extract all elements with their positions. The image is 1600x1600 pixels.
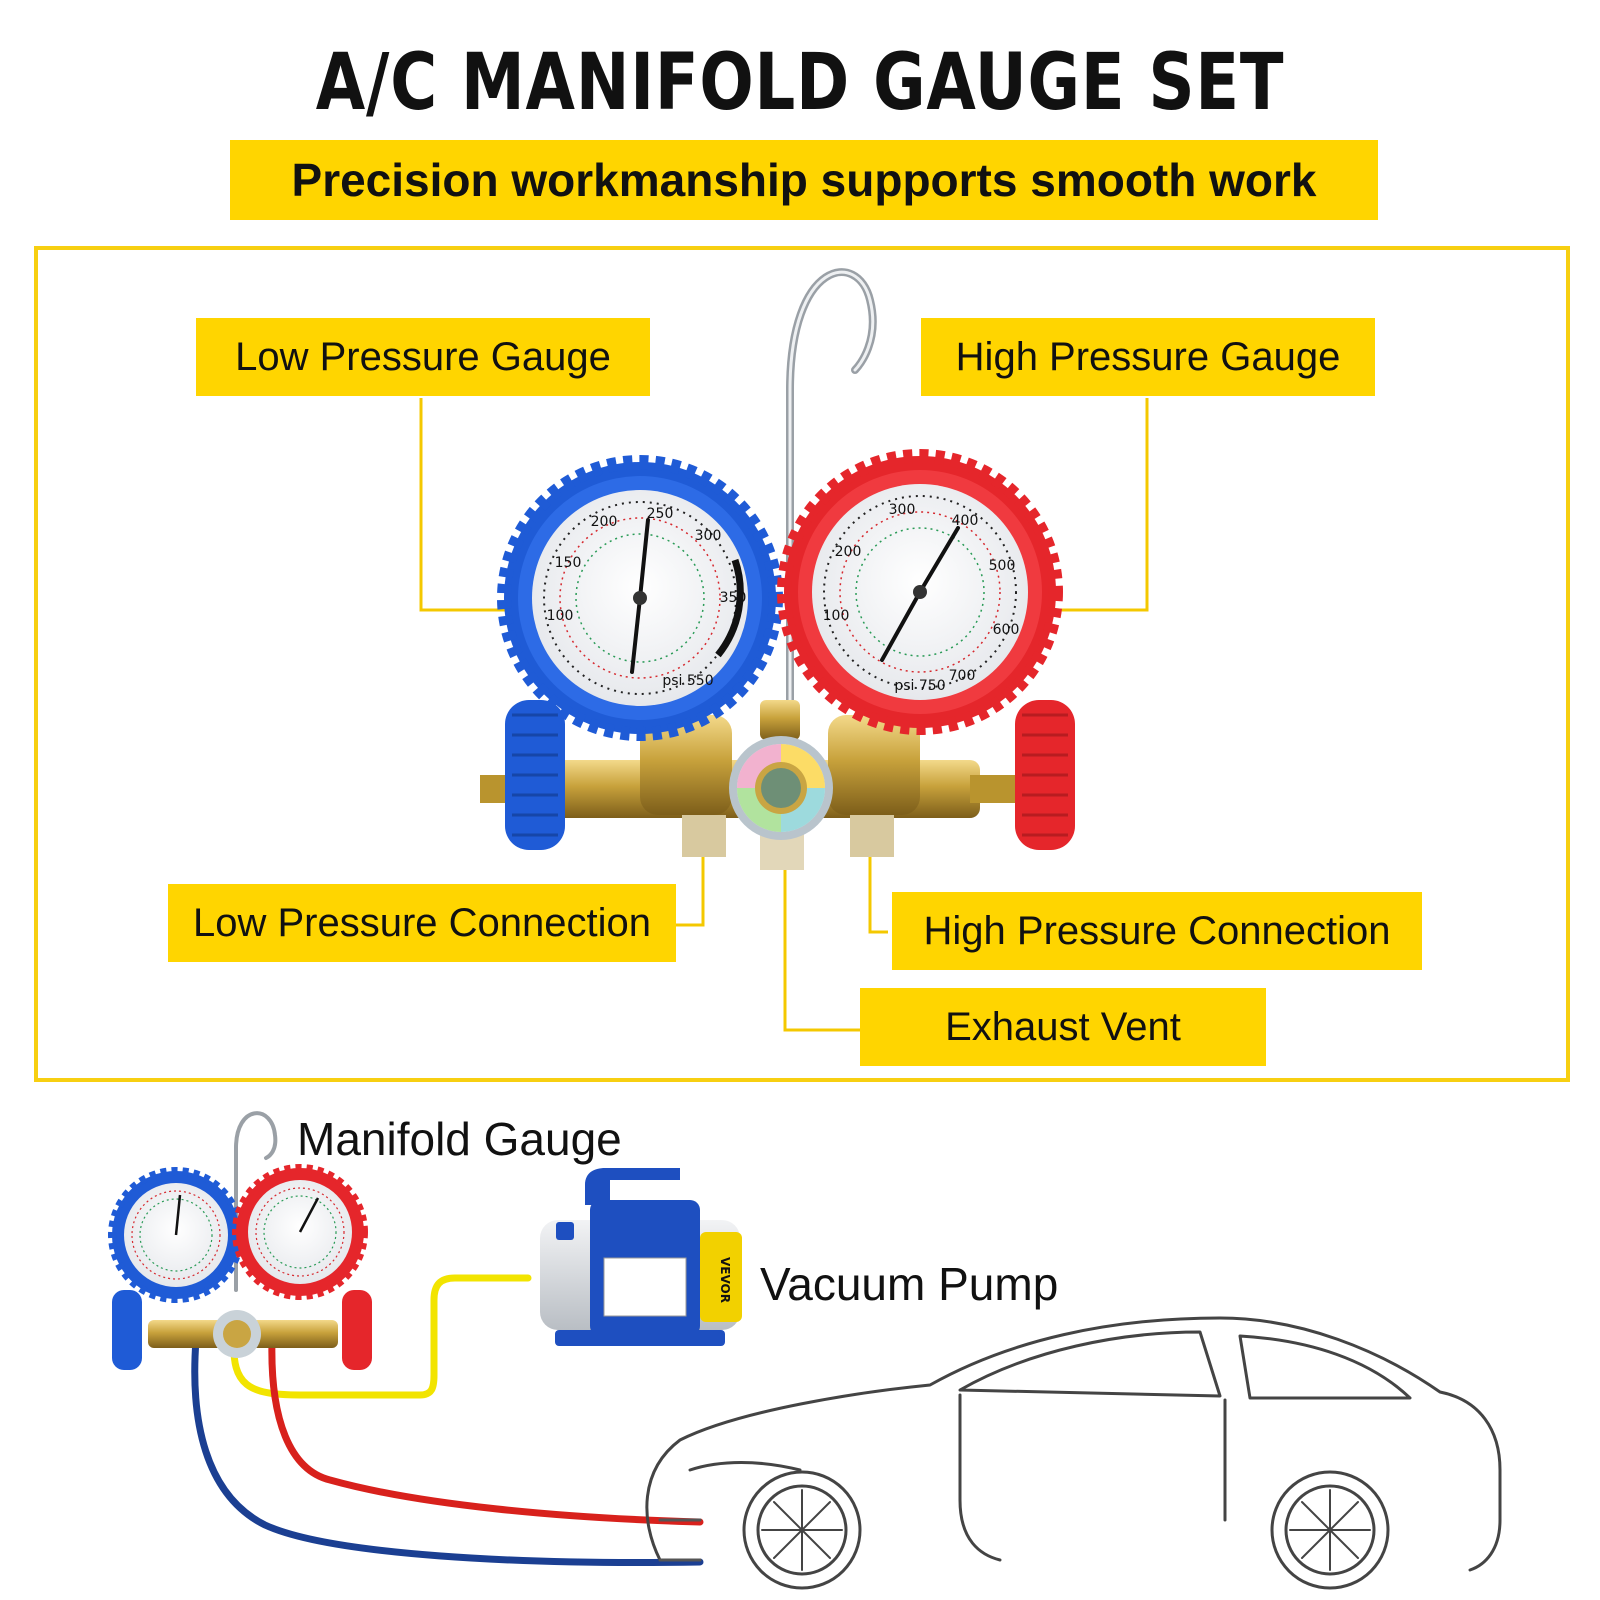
callout-leaders: [419, 398, 1149, 1032]
high-pressure-connection-label: High Pressure Connection: [892, 892, 1422, 970]
low-gauge-tick: 100: [547, 608, 574, 624]
low-gauge-tick: 350: [720, 590, 747, 606]
low-gauge-tick: 150: [555, 555, 582, 571]
vacuum-pump-icon: VEVOR: [540, 1168, 742, 1346]
car-outline-icon: [645, 1316, 1502, 1590]
high-pressure-gauge-icon: 100 200 300 400 500 600 700 psi 750: [777, 449, 1063, 735]
callout-frame: [34, 246, 1570, 1082]
high-gauge-tick: 500: [989, 558, 1016, 574]
sight-glass-icon: [729, 736, 833, 840]
low-gauge-unit: psi 550: [662, 673, 713, 689]
low-gauge-tick: 250: [647, 506, 674, 522]
pump-brand: VEVOR: [718, 1257, 732, 1303]
manifold-hook-icon: [786, 268, 877, 716]
subtitle-banner: Precision workmanship supports smooth wo…: [230, 140, 1378, 220]
low-gauge-tick: 300: [695, 528, 722, 544]
low-gauge-tick: 200: [591, 514, 618, 530]
high-gauge-tick: 600: [993, 622, 1020, 638]
manifold-gauge-label: Manifold Gauge: [297, 1113, 622, 1165]
vacuum-pump-label: Vacuum Pump: [760, 1258, 1059, 1310]
high-gauge-unit: psi 750: [894, 678, 945, 694]
low-side-knob-icon: [505, 700, 565, 850]
high-side-knob-icon: [1015, 700, 1075, 850]
high-gauge-tick: 300: [889, 502, 916, 518]
low-pressure-gauge-icon: 100 150 200 250 300 350 psi 550: [497, 455, 783, 741]
high-pressure-gauge-label: High Pressure Gauge: [921, 318, 1375, 396]
small-manifold-icon: [108, 1111, 372, 1370]
exhaust-vent-label: Exhaust Vent: [860, 988, 1266, 1066]
low-pressure-gauge-label: Low Pressure Gauge: [196, 318, 650, 396]
page-title: A/C MANIFOLD GAUGE SET: [315, 38, 1285, 128]
high-gauge-tick: 700: [949, 668, 976, 684]
high-gauge-tick: 400: [952, 513, 979, 529]
hose-lines: [191, 1274, 704, 1566]
low-pressure-connection-label: Low Pressure Connection: [168, 884, 676, 962]
high-gauge-tick: 100: [823, 608, 850, 624]
high-gauge-tick: 200: [835, 544, 862, 560]
